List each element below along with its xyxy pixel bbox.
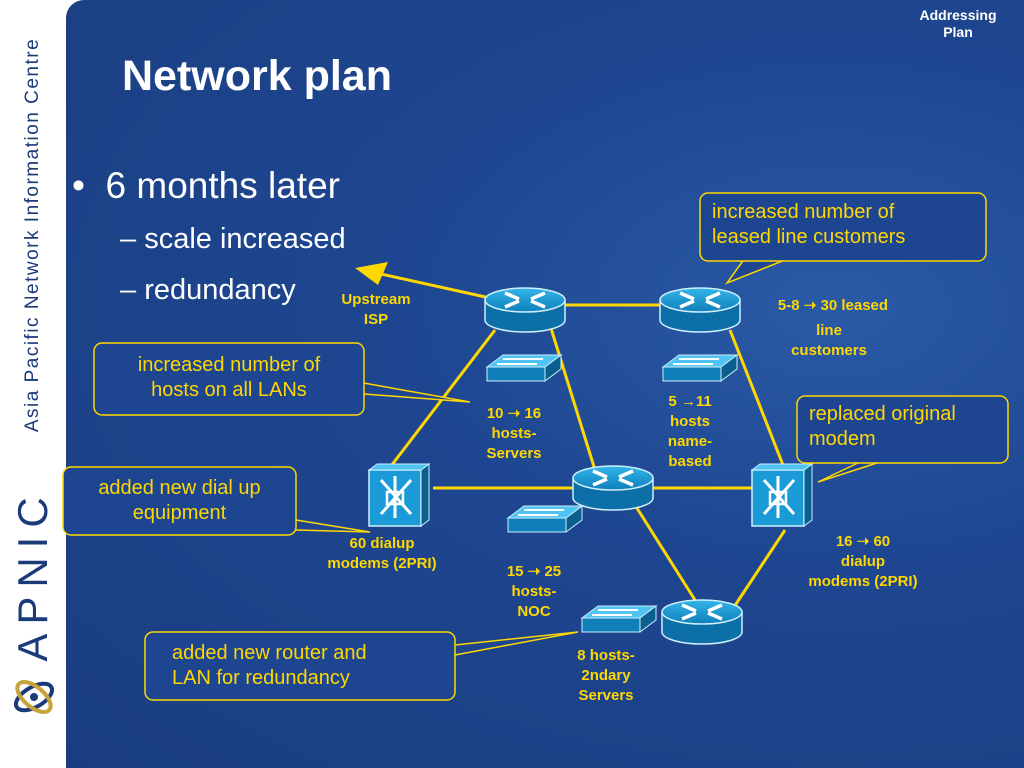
callout-leased-text: increased number of leased line customer… [712, 201, 906, 248]
link-leased-to-dialup-right [728, 329, 785, 466]
callout-router-box [144, 631, 456, 701]
noc-switch-icon [507, 505, 583, 533]
label-name-servers: 5 →11 hosts name- based [667, 393, 713, 470]
arrow-icon: ➝ [856, 533, 870, 550]
arrow-icon: ➝ [507, 405, 521, 422]
callout-hosts-text: increased number of hosts on all LANs [137, 354, 321, 401]
link-core-to-new-router [633, 504, 697, 601]
dialup-access-server-right-icon [750, 462, 814, 528]
apnic-logo-icon [13, 680, 55, 714]
callout-router-text: added new router and LAN for redundancy [172, 642, 367, 689]
callout-dialup-box [62, 466, 297, 536]
callout-dialup-pointer [295, 519, 371, 533]
label-leased-line-rest: line customers [791, 322, 867, 359]
leased-line-router-icon [658, 286, 742, 334]
callout-modem-pointer [817, 461, 881, 483]
arrow-icon: ➝ [803, 297, 817, 314]
label-dialup-left: 60 dialup modems (2PRI) [327, 535, 437, 572]
page-title: Network plan [122, 52, 392, 100]
label-leased-line: 5-8 ➝ 30 leased [777, 297, 889, 314]
callout-leased-box [699, 192, 987, 262]
bullet-sub-redundancy: – redundancy [120, 274, 296, 306]
upstream-router-icon [483, 286, 567, 334]
label-noc: 15 ➝ 25 hosts- NOC [506, 563, 562, 620]
label-servers: 10 ➝ 16 hosts- Servers [486, 405, 542, 462]
arrow-icon: ➝ [527, 563, 541, 580]
callout-hosts-box [93, 342, 365, 416]
link-dialup-right-to-new-router [730, 529, 787, 611]
core-router-icon [571, 464, 655, 512]
label-upstream-isp: Upstream ISP [341, 291, 411, 328]
name-servers-switch-icon [662, 354, 738, 382]
callout-router-pointer [454, 631, 579, 656]
upstream-arrow-head-icon [355, 262, 388, 285]
bullet-sub-scale: – scale increased [120, 223, 346, 255]
label-dialup-right: 16 ➝ 60 dialup modems (2PRI) [808, 533, 918, 590]
sidebar: Asia Pacific Network Information Centre … [0, 0, 66, 768]
callout-hosts-pointer [357, 381, 471, 403]
link-upstream-to-core [548, 324, 597, 471]
dialup-access-server-left-icon [367, 462, 431, 528]
callout-dialup-text: added new dial up equipment [98, 477, 261, 524]
label-secondary-servers: 8 hosts- 2ndary Servers [577, 647, 635, 704]
callout-leased-pointer [724, 257, 791, 285]
servers-switch-icon [486, 354, 562, 382]
callout-modem-text: replaced original modem [809, 403, 956, 450]
secondary-servers-switch-icon [581, 605, 657, 633]
section-label: Addressing Plan [919, 7, 997, 40]
bullet-main: • 6 months later [72, 165, 340, 206]
upstream-arrow-line [371, 270, 491, 300]
new-router-icon [660, 598, 744, 646]
callout-modem-box [796, 395, 1009, 464]
